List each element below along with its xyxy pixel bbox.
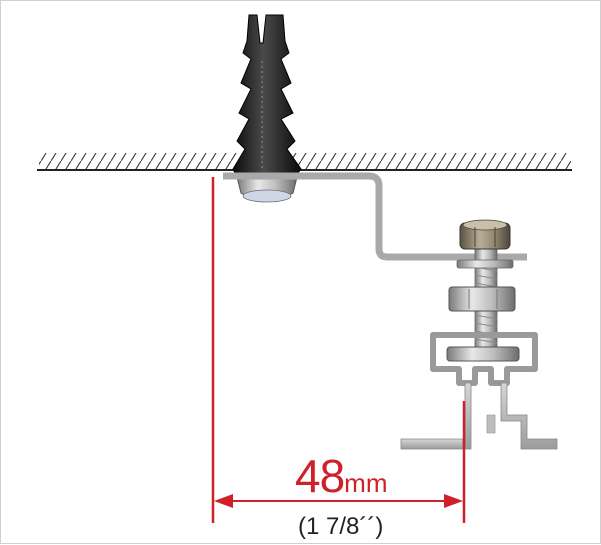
dimension-arrows bbox=[214, 494, 463, 508]
t-head bbox=[446, 346, 520, 362]
screw-head bbox=[236, 176, 298, 203]
dimension-imperial: (1 7/8´´) bbox=[298, 513, 383, 540]
rail-profile bbox=[400, 332, 558, 450]
washer bbox=[456, 259, 514, 269]
ceiling-surface bbox=[37, 153, 572, 171]
dimension-unit: mm bbox=[344, 468, 387, 498]
z-bracket bbox=[223, 172, 527, 261]
wall-anchor bbox=[232, 14, 302, 178]
arrow-left-icon bbox=[214, 494, 233, 508]
dimension-value: 48 bbox=[295, 450, 344, 502]
arrow-right-icon bbox=[444, 494, 463, 508]
dimension-label: 48mm bbox=[295, 450, 388, 502]
hex-nut bbox=[448, 286, 516, 312]
dimension-lines bbox=[211, 177, 466, 523]
cap-nut bbox=[459, 219, 511, 250]
